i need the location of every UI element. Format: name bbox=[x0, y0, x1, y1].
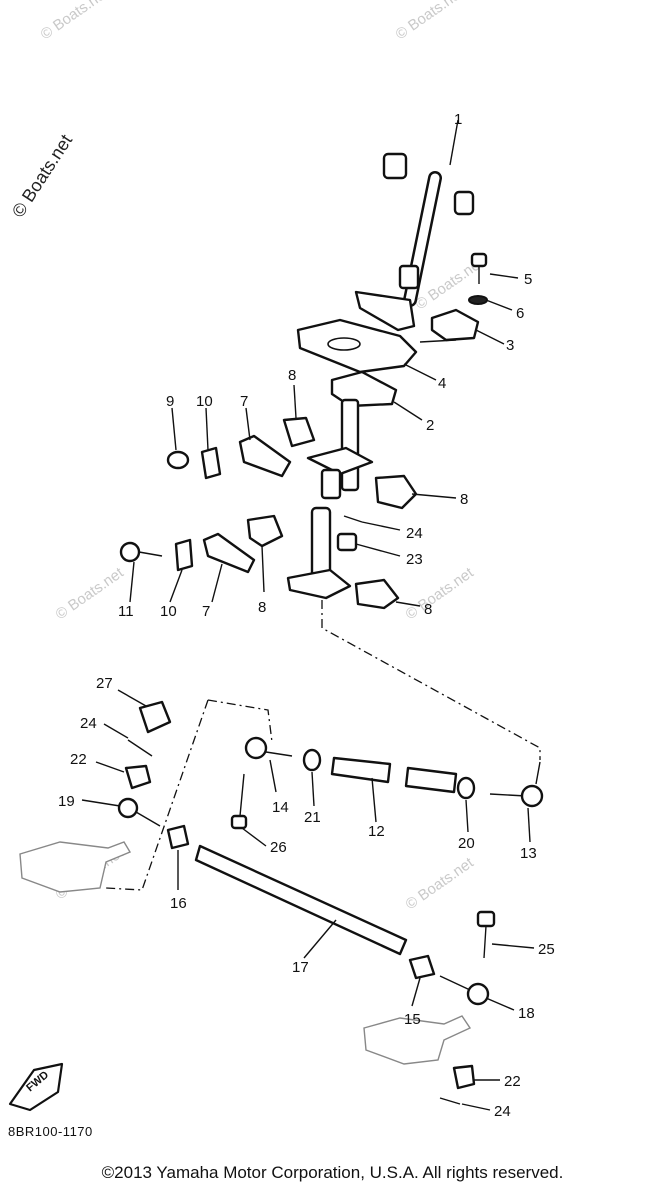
callout-8b: 8 bbox=[258, 599, 266, 616]
callout-22: 22 bbox=[70, 751, 87, 768]
callout-2: 2 bbox=[426, 417, 434, 434]
handlebar-holder-3 bbox=[430, 308, 480, 342]
leader-lines-bottom bbox=[81, 689, 535, 1111]
callout-19: 19 bbox=[58, 793, 75, 810]
steering-column-2 bbox=[306, 370, 398, 500]
bolt-11 bbox=[119, 541, 163, 563]
callout-24b: 24 bbox=[80, 715, 97, 732]
cap-27 bbox=[138, 700, 172, 734]
watermark: © Boats.net bbox=[403, 854, 478, 913]
bolt-24-left bbox=[127, 739, 153, 757]
callout-7: 7 bbox=[240, 393, 248, 410]
callout-20: 20 bbox=[458, 835, 475, 852]
leader-lines-top bbox=[129, 119, 519, 607]
clamp-7-upper bbox=[238, 434, 292, 478]
callout-6: 6 bbox=[516, 305, 524, 322]
callout-10: 10 bbox=[196, 393, 213, 410]
tie-rod-end-14 bbox=[244, 736, 293, 760]
fwd-arrow-icon: FWD bbox=[8, 1062, 64, 1112]
callout-1: 1 bbox=[454, 111, 462, 128]
nut-21 bbox=[302, 748, 322, 772]
bolt-24-top bbox=[343, 515, 363, 523]
callout-labels: 1 2 3 4 5 6 7 8 9 10 11 10 7 8 8 24 23 8… bbox=[58, 111, 555, 1120]
callout-23: 23 bbox=[406, 551, 423, 568]
nut-22-right bbox=[452, 1064, 476, 1090]
tie-rod-17 bbox=[194, 844, 408, 956]
callout-14: 14 bbox=[272, 799, 289, 816]
plate-10-upper bbox=[200, 446, 222, 480]
callout-18: 18 bbox=[518, 1005, 535, 1022]
callout-13: 13 bbox=[520, 845, 537, 862]
bolt-24-right bbox=[439, 1097, 461, 1105]
callout-3: 3 bbox=[506, 337, 514, 354]
tie-rod-end-13 bbox=[489, 761, 544, 808]
plate-10-lower bbox=[174, 538, 194, 572]
callout-21: 21 bbox=[304, 809, 321, 826]
callout-10b: 10 bbox=[160, 603, 177, 620]
nut-16 bbox=[166, 824, 190, 850]
watermark: © Boats.net bbox=[38, 0, 113, 43]
connection-line bbox=[321, 600, 541, 760]
plate-4 bbox=[296, 318, 418, 374]
watermark: © Boats.net bbox=[403, 564, 478, 623]
collar-8-mid bbox=[246, 514, 284, 548]
callout-26: 26 bbox=[270, 839, 287, 856]
callout-17: 17 bbox=[292, 959, 309, 976]
tube-12 bbox=[330, 756, 392, 784]
collar-8-top bbox=[282, 416, 316, 448]
callout-12: 12 bbox=[368, 823, 385, 840]
bolt-5 bbox=[470, 252, 488, 284]
callout-24c: 24 bbox=[494, 1103, 511, 1120]
nut-22-left bbox=[124, 764, 152, 790]
nut-20 bbox=[456, 776, 476, 800]
callout-9: 9 bbox=[166, 393, 174, 410]
tie-rod-end-19 bbox=[117, 797, 161, 827]
bolt-25 bbox=[476, 910, 496, 959]
collar-8-right bbox=[374, 474, 418, 510]
callout-8c: 8 bbox=[460, 491, 468, 508]
watermark: © Boats.net bbox=[393, 0, 468, 43]
callout-24: 24 bbox=[406, 525, 423, 542]
nut-9 bbox=[166, 450, 190, 470]
watermark: © Boats.net bbox=[53, 564, 128, 623]
spindle-left bbox=[19, 841, 132, 893]
nut-15 bbox=[408, 954, 436, 980]
collar-8-lower bbox=[354, 578, 400, 610]
callout-15: 15 bbox=[404, 1011, 421, 1028]
callout-5: 5 bbox=[524, 271, 532, 288]
callout-8: 8 bbox=[288, 367, 296, 384]
nut-23 bbox=[336, 532, 358, 552]
bolt-26 bbox=[230, 773, 248, 830]
washer-6 bbox=[468, 295, 488, 305]
tube-12b bbox=[404, 766, 458, 794]
callout-8d: 8 bbox=[424, 601, 432, 618]
diagram-code: 8BR100-1170 bbox=[8, 1124, 93, 1139]
steering-column-lower bbox=[286, 506, 352, 600]
copyright-notice: ©2013 Yamaha Motor Corporation, U.S.A. A… bbox=[101, 1163, 564, 1182]
tie-rod-end-18 bbox=[439, 975, 490, 1006]
spindle-right bbox=[363, 1015, 472, 1065]
callout-27: 27 bbox=[96, 675, 113, 692]
callout-11: 11 bbox=[118, 603, 134, 620]
callout-7b: 7 bbox=[202, 603, 210, 620]
callout-16: 16 bbox=[170, 895, 187, 912]
connection-line-left bbox=[105, 699, 273, 891]
callout-4: 4 bbox=[438, 375, 446, 392]
callout-22b: 22 bbox=[504, 1073, 521, 1090]
clamp-7-lower bbox=[202, 532, 256, 574]
callout-25: 25 bbox=[538, 941, 555, 958]
handlebar bbox=[307, 67, 645, 332]
